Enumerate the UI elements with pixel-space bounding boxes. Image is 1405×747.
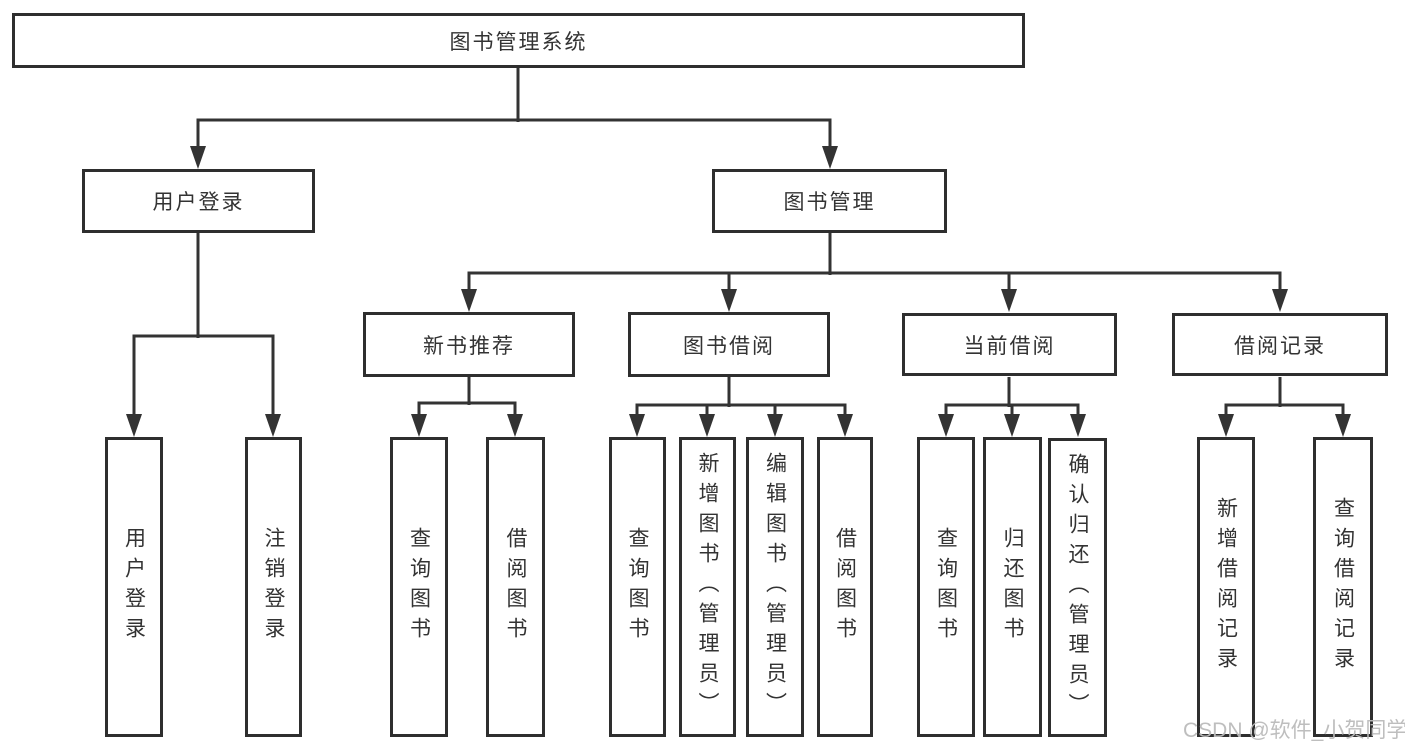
arrowhead bbox=[699, 414, 715, 437]
arrowhead bbox=[629, 414, 645, 437]
node-book-borrow-label: 图书借阅 bbox=[683, 334, 775, 358]
leaf-add-books-admin-label: 新增图书（管理员） bbox=[696, 452, 719, 722]
node-new-book-recommend: 新书推荐 bbox=[363, 312, 575, 377]
leaf-logout: 注销登录 bbox=[245, 437, 302, 737]
node-borrow-records-label: 借阅记录 bbox=[1234, 334, 1326, 358]
leaf-query-books-borrow: 查询图书 bbox=[609, 437, 666, 737]
leaf-logout-label: 注销登录 bbox=[262, 527, 285, 647]
arrowhead bbox=[822, 146, 838, 169]
leaf-borrow-books: 借阅图书 bbox=[817, 437, 873, 737]
arrowhead bbox=[1272, 289, 1288, 312]
arrowhead bbox=[837, 414, 853, 437]
leaf-confirm-return-admin: 确认归还（管理员） bbox=[1048, 438, 1107, 737]
node-borrow-records: 借阅记录 bbox=[1172, 313, 1388, 376]
leaf-borrow-books-recommend-label: 借阅图书 bbox=[504, 527, 527, 647]
node-book-borrow: 图书借阅 bbox=[628, 312, 830, 377]
leaf-edit-books-admin: 编辑图书（管理员） bbox=[746, 437, 804, 737]
arrowhead bbox=[1335, 414, 1351, 437]
arrowhead bbox=[507, 414, 523, 437]
arrowhead bbox=[938, 414, 954, 437]
leaf-query-books-recommend-label: 查询图书 bbox=[407, 527, 431, 647]
arrowhead bbox=[721, 289, 737, 312]
connector-borrow-records-bar bbox=[1224, 403, 1345, 416]
arrowhead bbox=[767, 414, 783, 437]
connector-level3-bar bbox=[467, 271, 1282, 291]
node-user-login-label: 用户登录 bbox=[152, 191, 245, 214]
leaf-add-books-admin: 新增图书（管理员） bbox=[679, 437, 736, 737]
leaf-user-login: 用户登录 bbox=[105, 437, 163, 737]
leaf-add-borrow-record-label: 新增借阅记录 bbox=[1214, 497, 1238, 677]
leaf-return-books-label: 归还图书 bbox=[1001, 527, 1024, 647]
leaf-edit-books-admin-label: 编辑图书（管理员） bbox=[763, 452, 787, 722]
leaf-user-login-label: 用户登录 bbox=[122, 527, 146, 647]
arrowheads bbox=[126, 146, 1351, 437]
arrowhead bbox=[265, 414, 281, 437]
leaf-query-borrow-record-label: 查询借阅记录 bbox=[1331, 497, 1355, 677]
node-new-book-recommend-label: 新书推荐 bbox=[423, 334, 515, 358]
csdn-watermark: CSDN @软件_小贺同学 bbox=[1183, 719, 1405, 742]
connector-book-borrow-bar bbox=[635, 403, 847, 416]
leaf-confirm-return-admin-label: 确认归还（管理员） bbox=[1066, 452, 1089, 723]
leaf-query-books-current: 查询图书 bbox=[917, 437, 975, 737]
node-root: 图书管理系统 bbox=[12, 13, 1025, 68]
leaf-borrow-books-label: 借阅图书 bbox=[833, 527, 857, 647]
connector-level2-bar bbox=[196, 118, 832, 148]
arrowhead bbox=[411, 414, 427, 437]
node-book-management: 图书管理 bbox=[712, 169, 947, 233]
arrowhead bbox=[1001, 289, 1017, 312]
leaf-borrow-books-recommend: 借阅图书 bbox=[486, 437, 545, 737]
leaf-query-books-recommend: 查询图书 bbox=[390, 437, 448, 737]
connector-user-login-bar bbox=[132, 334, 275, 416]
node-current-borrow-label: 当前借阅 bbox=[963, 334, 1056, 358]
arrowhead bbox=[126, 414, 142, 437]
node-root-label: 图书管理系统 bbox=[449, 30, 588, 54]
arrowhead bbox=[1218, 414, 1234, 437]
arrowhead bbox=[190, 146, 206, 169]
arrowhead bbox=[461, 289, 477, 312]
arrowhead bbox=[1004, 414, 1020, 437]
node-current-borrow: 当前借阅 bbox=[902, 313, 1117, 376]
leaf-add-borrow-record: 新增借阅记录 bbox=[1197, 437, 1255, 737]
connector-new-book-bar bbox=[417, 401, 517, 416]
leaf-query-books-borrow-label: 查询图书 bbox=[626, 527, 649, 647]
node-user-login: 用户登录 bbox=[82, 169, 315, 233]
leaf-query-borrow-record: 查询借阅记录 bbox=[1313, 437, 1373, 737]
leaf-return-books: 归还图书 bbox=[983, 437, 1042, 737]
arrowhead bbox=[1070, 414, 1086, 437]
leaf-query-books-current-label: 查询图书 bbox=[934, 527, 958, 647]
node-book-management-label: 图书管理 bbox=[783, 191, 876, 214]
